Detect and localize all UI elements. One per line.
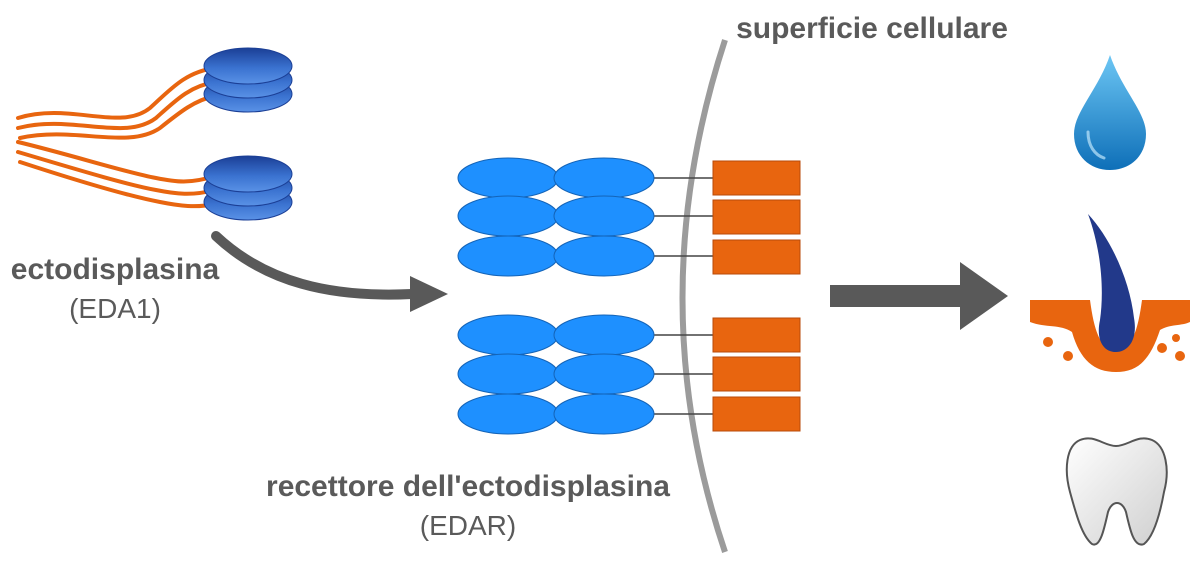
ligand-abbrev-label: (EDA1): [69, 293, 161, 324]
receptor-abbrev-label: (EDAR): [420, 510, 516, 541]
receptor-name-label: recettore dell'ectodisplasina: [266, 470, 670, 503]
binding-arrow: [211, 231, 448, 312]
hair-follicle-icon: [1030, 214, 1190, 372]
membrane-label: superficie cellulare: [736, 12, 1008, 45]
ectodysplasin-ligand: [16, 47, 293, 221]
receptor-top-cluster: [457, 157, 801, 277]
receptor-bottom-cluster: [457, 314, 801, 435]
ligand-name-label: ectodisplasina: [11, 253, 220, 286]
signal-arrow: [830, 262, 1008, 330]
ligand-fibers: [16, 66, 217, 209]
ligand-head-bottom: [203, 155, 293, 221]
sweat-drop-icon: [1074, 55, 1146, 170]
tooth-icon: [1065, 437, 1168, 546]
cell-membrane: [679, 39, 728, 553]
ligand-head-top: [203, 47, 293, 113]
ectodysplasin-receptor: [457, 157, 801, 435]
